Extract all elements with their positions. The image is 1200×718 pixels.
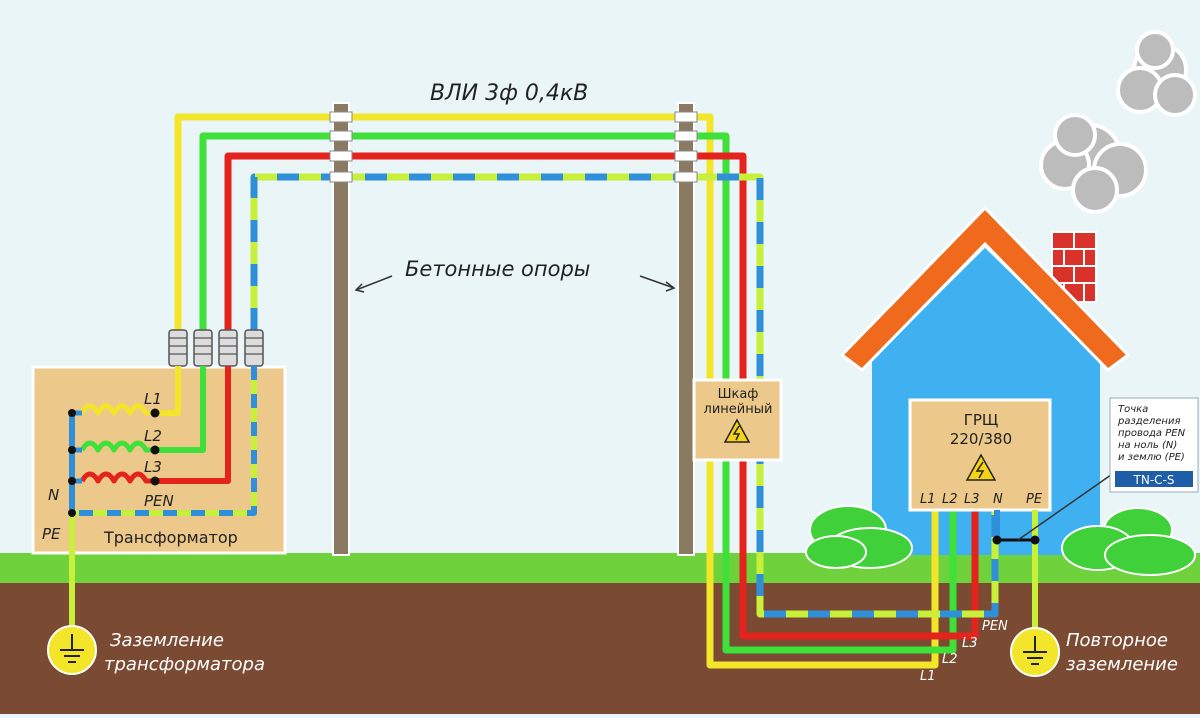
transformer-nodes — [68, 408, 160, 517]
pole-arrows — [354, 275, 676, 293]
smoke-icon — [1039, 30, 1197, 214]
note-pointer — [1017, 469, 1119, 541]
split-node — [992, 535, 1002, 545]
earth — [0, 580, 1200, 714]
line-title: ВЛИ 3ф 0,4кВ — [430, 81, 588, 106]
warning-icon — [723, 418, 751, 443]
grsh-label-L1: L1 — [920, 492, 936, 507]
transformer-title: Трансформатор — [103, 528, 238, 547]
ground-icon — [47, 625, 97, 675]
grsh-label-PE: PE — [1026, 492, 1043, 507]
transformer-label-PE: PE — [42, 525, 61, 543]
split-node — [1030, 535, 1040, 545]
ground-right-line1: Повторное — [1066, 630, 1168, 651]
poles-label: Бетонные опоры — [405, 257, 590, 281]
note-line1: Точка — [1118, 404, 1148, 415]
note-line5: и землю (PE) — [1118, 452, 1185, 463]
note-line3: провода PEN — [1118, 428, 1186, 439]
grsh-label-L2: L2 — [942, 492, 958, 507]
ground-right-line2: заземление — [1066, 654, 1178, 675]
pole-right — [677, 102, 695, 556]
grsh-title: ГРЩ — [964, 411, 999, 429]
ground-icon — [1010, 627, 1060, 677]
cabinet-line2: линейный — [704, 402, 773, 417]
grsh-label-L3: L3 — [964, 492, 980, 507]
transformer-label-N: N — [48, 486, 59, 504]
underground-label-L3: L3 — [962, 636, 978, 651]
grsh-label-N: N — [993, 492, 1003, 507]
note-line4: на ноль (N) — [1118, 440, 1177, 451]
warning-icon — [965, 453, 997, 481]
transformer-label-PEN: PEN — [144, 492, 174, 510]
underground-label-L1: L1 — [920, 669, 936, 684]
bush-left — [805, 505, 913, 569]
house-roof — [839, 205, 1131, 372]
note-line2: разделения — [1117, 416, 1180, 427]
pole-insulators — [329, 111, 698, 183]
transformer-label-L3: L3 — [144, 458, 162, 476]
grass — [0, 553, 1200, 583]
ground-left-line2: трансформатора — [104, 654, 265, 675]
transformer-label-L2: L2 — [144, 427, 162, 445]
underground-label-PEN: PEN — [982, 619, 1008, 634]
ground-left-line1: Заземление — [110, 630, 224, 651]
grsh-voltage: 220/380 — [950, 430, 1012, 448]
pen-split — [994, 510, 1038, 640]
tn-c-s-badge — [1113, 469, 1195, 489]
cabinet-line1: Шкаф — [718, 387, 759, 402]
transformer-bushings — [168, 329, 264, 367]
bush-right — [1061, 507, 1196, 576]
transformer-label-L1: L1 — [144, 390, 162, 408]
underground-label-L2: L2 — [942, 652, 958, 667]
grsh-box — [908, 398, 1052, 512]
pole-left — [332, 102, 350, 556]
tn-c-s-label: TN-C-S — [1133, 473, 1175, 487]
